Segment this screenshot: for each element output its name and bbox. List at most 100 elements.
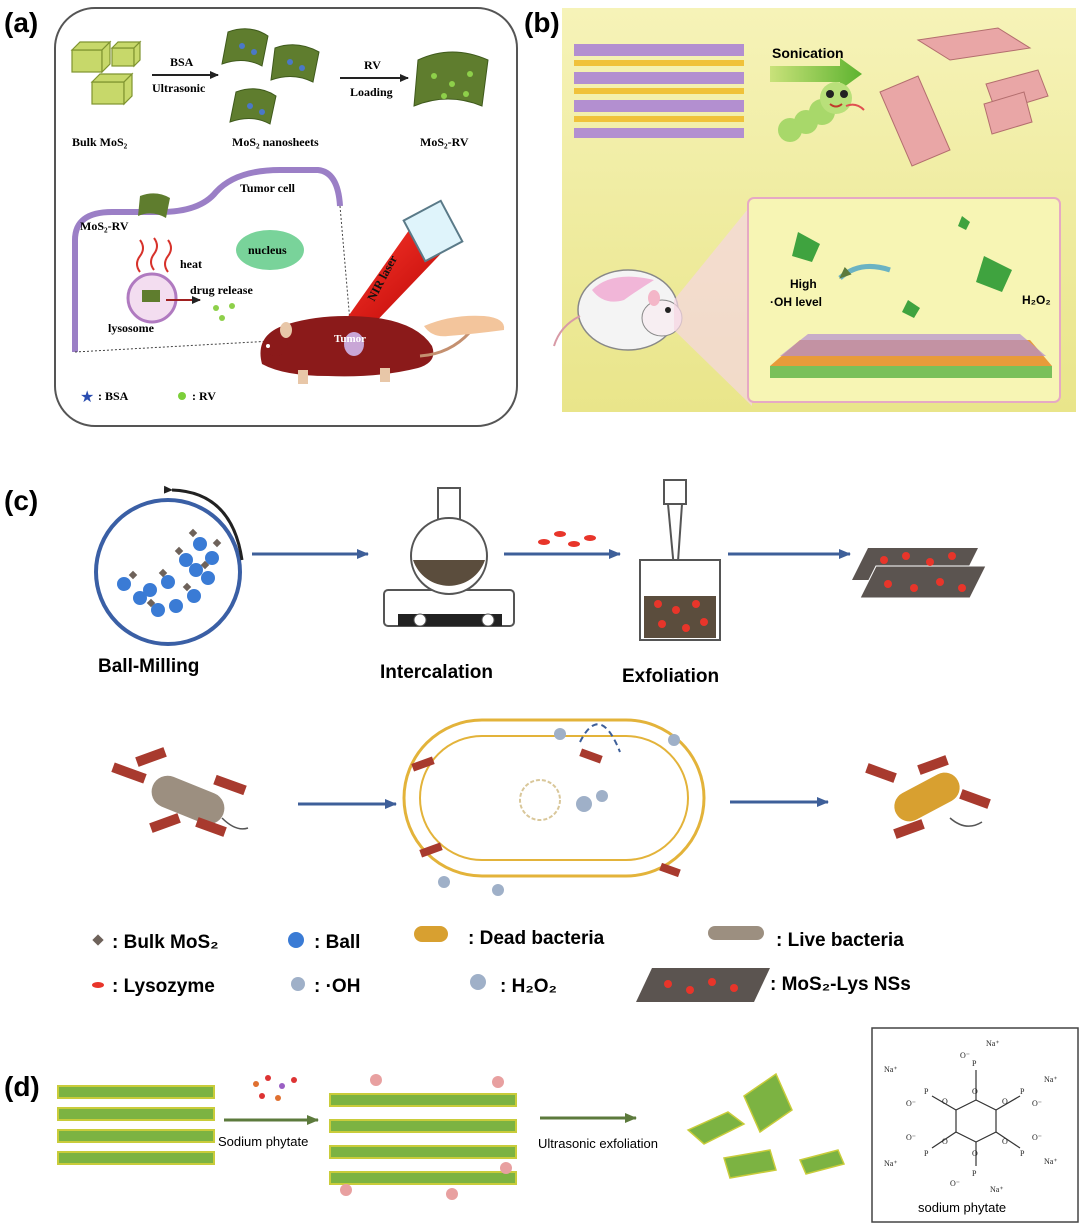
panel-d-label: (d) — [4, 1071, 40, 1102]
ball-milling-label: Ball-Milling — [98, 656, 199, 677]
tumor-cell-label: Tumor cell — [240, 181, 296, 195]
high-oh-line2: ·OH level — [770, 295, 822, 309]
nir-laser — [330, 199, 464, 342]
panel-a: (a) Bulk MoS₂ BSA Ultrasonic MoS₂ nanosh… — [4, 7, 518, 427]
phytate-cluster — [253, 1075, 297, 1101]
tumor-cell-membrane — [72, 167, 343, 352]
bulk-mos2-label: Bulk MoS₂ — [72, 135, 128, 149]
legend-h2o2-icon — [470, 974, 486, 990]
legend-bulk-icon — [92, 934, 104, 946]
caterpillar — [778, 82, 865, 142]
o-3: O — [1002, 1137, 1008, 1146]
legend-rv: : RV — [192, 389, 216, 403]
na-5: Na⁺ — [884, 1159, 898, 1168]
p-top: P — [972, 1059, 977, 1068]
o-minus-1: O⁻ — [960, 1051, 970, 1060]
tumor-label: Tumor — [334, 333, 366, 345]
dead-bacterium-scene — [865, 755, 991, 839]
hand — [424, 315, 505, 337]
panel-d: (d) Sodium phytate Ultrasonic exfoliatio… — [4, 1027, 1079, 1223]
mos2-nanosheets — [221, 28, 320, 125]
intercalation-label: Intercalation — [380, 662, 493, 683]
p-left-bottom: P — [924, 1149, 929, 1158]
nanosheets-label: MoS₂ nanosheets — [232, 135, 319, 149]
legend-star-icon: ★ — [80, 389, 94, 406]
mos2-lys-nss — [852, 548, 987, 599]
drug-release-label: drug release — [190, 283, 253, 297]
legend-lysozyme: : Lysozyme — [112, 976, 215, 997]
structure-box — [871, 1027, 1079, 1223]
o-5: O — [942, 1137, 948, 1146]
o-minus-2: O⁻ — [1032, 1099, 1042, 1108]
panel-c: (c) Ball-Milling — [4, 479, 991, 1002]
legend-bulk: : Bulk MoS₂ — [112, 932, 219, 953]
legend-lysozyme-icon — [92, 982, 104, 988]
na-2: Na⁺ — [1044, 1075, 1058, 1084]
legend-live: : Live bacteria — [776, 930, 904, 951]
legend-oh-icon — [291, 977, 305, 991]
h2o2-label: H₂O₂ — [1022, 293, 1051, 307]
tumor-mouse — [260, 316, 472, 384]
sonication-arrow — [770, 58, 862, 90]
na-1: Na⁺ — [986, 1039, 1000, 1048]
step2-reagent: RV — [364, 58, 381, 72]
p-left-top: P — [924, 1087, 929, 1096]
o-minus-3: O⁻ — [1032, 1133, 1042, 1142]
legend-ball-icon — [288, 932, 304, 948]
legend-live-icon — [708, 926, 764, 940]
step1-condition: Ultrasonic — [152, 81, 206, 95]
na-6: Na⁺ — [884, 1065, 898, 1074]
oh-generation-arrow — [838, 263, 891, 280]
exfoliation-label: Exfoliation — [622, 666, 719, 687]
phytate-structure — [931, 1070, 1021, 1166]
na-3: Na⁺ — [1044, 1157, 1058, 1166]
o-minus-6: O⁻ — [950, 1179, 960, 1188]
live-bacterium-scene — [111, 747, 249, 837]
legend-rv-dot — [178, 392, 186, 400]
p-right-top: P — [1020, 1087, 1025, 1096]
nucleus — [236, 230, 304, 270]
phytate-atom-labels: P P P P P P Na⁺ Na⁺ Na⁺ Na⁺ Na⁺ Na⁺ O⁻ O… — [884, 1039, 1058, 1194]
released-rv — [213, 303, 235, 321]
arrow1-label: Sodium phytate — [218, 1134, 308, 1149]
structure-caption: sodium phytate — [918, 1200, 1006, 1215]
mos2-rv-sheet — [413, 51, 489, 107]
o-4: O — [972, 1149, 978, 1158]
bulk-mos2-layers — [57, 1085, 215, 1165]
ball-mill — [94, 485, 244, 646]
o-minus-4: O⁻ — [906, 1133, 916, 1142]
intercalated-layers — [329, 1093, 517, 1185]
exfoliated-sheets — [879, 27, 1049, 167]
sonication-label: Sonication — [772, 45, 844, 61]
legend-dead-icon — [414, 926, 448, 942]
legend-nss-dots — [664, 978, 738, 994]
o-6: O — [942, 1097, 948, 1106]
step1-reagent: BSA — [170, 55, 194, 69]
mouse — [553, 269, 683, 351]
bsa-stars — [239, 43, 305, 115]
mos2-rv-label: MoS₂-RV — [420, 135, 469, 149]
exfoliated-nanosheets — [686, 1072, 846, 1179]
lysozyme-input — [538, 531, 596, 547]
lysosome-sheet — [142, 290, 160, 302]
heat-label: heat — [180, 257, 202, 271]
mos2-rv-cell-label: MoS₂-RV — [80, 219, 129, 233]
o-minus-5: O⁻ — [906, 1099, 916, 1108]
bulk-mos2-cubes — [70, 40, 142, 106]
mos2-rv-small — [138, 193, 170, 218]
phytate-decorations — [340, 1074, 512, 1200]
legend-ball: : Ball — [314, 932, 360, 953]
arrow2-label: Ultrasonic exfoliation — [538, 1136, 658, 1151]
legend-nss: : MoS₂-Lys NSs — [770, 974, 911, 995]
lysosome-label: lysosome — [108, 321, 155, 335]
heat-waves — [136, 237, 172, 273]
panel-b: (b) Sonication — [524, 7, 1076, 412]
legend-dead: : Dead bacteria — [468, 928, 605, 949]
panel-a-frame — [54, 7, 518, 427]
panel-c-label: (c) — [4, 485, 38, 516]
tumor-site — [344, 332, 364, 356]
o-2: O — [1002, 1097, 1008, 1106]
high-oh-line1: High — [790, 277, 817, 291]
legend-h2o2: : H₂O₂ — [500, 976, 557, 997]
h2o2-molecules — [792, 216, 1012, 318]
